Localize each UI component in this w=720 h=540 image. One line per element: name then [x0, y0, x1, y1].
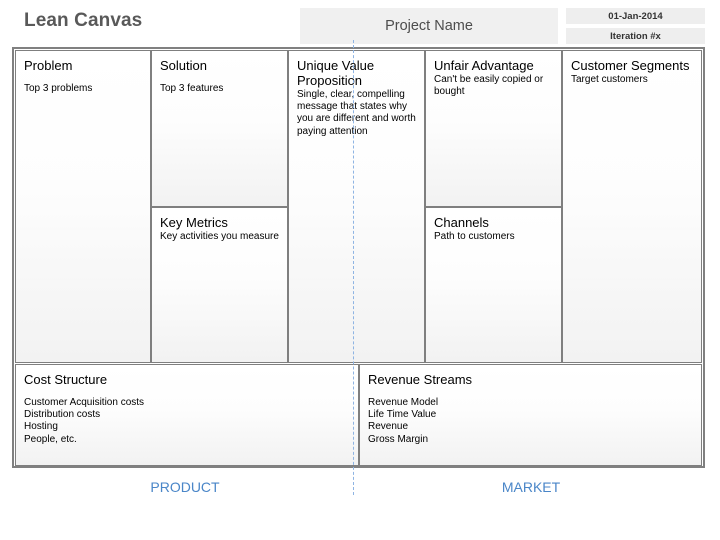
- cell-solution-title: Solution: [160, 58, 207, 73]
- cell-channels-title: Channels: [434, 215, 489, 230]
- product-label: PRODUCT: [150, 479, 220, 495]
- cell-unfair-advantage-body: Can't be easily copied or bought: [434, 74, 544, 98]
- cell-customer-segments-title: Customer Segments: [571, 58, 690, 73]
- cell-key-metrics[interactable]: Key Metrics Key activities you measure: [151, 207, 288, 363]
- cell-key-metrics-body: Key activities you measure: [160, 231, 279, 242]
- list-item: Hosting: [24, 421, 58, 433]
- list-item: Distribution costs: [24, 409, 101, 421]
- cell-cost-structure-list: Customer Acquisition costs Distribution …: [24, 397, 350, 446]
- cell-revenue-streams-list: Revenue Model Life Time Value Revenue Gr…: [368, 397, 693, 446]
- cell-revenue-streams-title: Revenue Streams: [368, 372, 473, 387]
- list-item: People, etc.: [24, 433, 77, 445]
- list-item: Gross Margin: [368, 433, 429, 445]
- lean-canvas-grid: Problem Top 3 problems Solution Top 3 fe…: [12, 47, 705, 468]
- market-label: MARKET: [501, 479, 561, 495]
- cell-unfair-advantage[interactable]: Unfair Advantage Can't be easily copied …: [425, 50, 562, 207]
- cell-solution-body: Top 3 features: [160, 83, 224, 94]
- cell-revenue-streams[interactable]: Revenue Streams Revenue Model Life Time …: [359, 364, 702, 466]
- cell-channels-body: Path to customers: [434, 231, 515, 242]
- cell-cost-structure-title: Cost Structure: [24, 372, 108, 387]
- cell-unfair-advantage-title: Unfair Advantage: [434, 58, 534, 73]
- cell-unique-value-proposition[interactable]: Unique Value Proposition Single, clear, …: [288, 50, 425, 363]
- page-title: Lean Canvas: [24, 10, 143, 31]
- cell-problem[interactable]: Problem Top 3 problems: [15, 50, 151, 363]
- cell-customer-segments-body: Target customers: [571, 74, 648, 85]
- cell-problem-title: Problem: [24, 58, 73, 73]
- list-item: Revenue: [368, 421, 409, 433]
- cell-solution[interactable]: Solution Top 3 features: [151, 50, 288, 207]
- cell-cost-structure[interactable]: Cost Structure Customer Acquisition cost…: [15, 364, 359, 466]
- cell-channels[interactable]: Channels Path to customers: [425, 207, 562, 363]
- list-item: Revenue Model: [368, 397, 439, 408]
- cell-uvp-body: Single, clear, compelling message that s…: [297, 89, 416, 137]
- product-market-divider-line: [353, 40, 354, 495]
- cell-uvp-title: Unique Value Proposition: [297, 58, 375, 88]
- cell-key-metrics-title: Key Metrics: [160, 215, 228, 230]
- cell-problem-body: Top 3 problems: [24, 83, 93, 94]
- project-name-field[interactable]: Project Name: [300, 8, 558, 44]
- list-item: Customer Acquisition costs: [24, 397, 145, 408]
- date-field[interactable]: 01-Jan-2014: [566, 8, 705, 24]
- page-header: Lean Canvas Project Name 01-Jan-2014 Ite…: [0, 0, 720, 46]
- cell-customer-segments[interactable]: Customer Segments Target customers: [562, 50, 702, 363]
- iteration-field[interactable]: Iteration #x: [566, 28, 705, 44]
- list-item: Life Time Value: [368, 409, 437, 421]
